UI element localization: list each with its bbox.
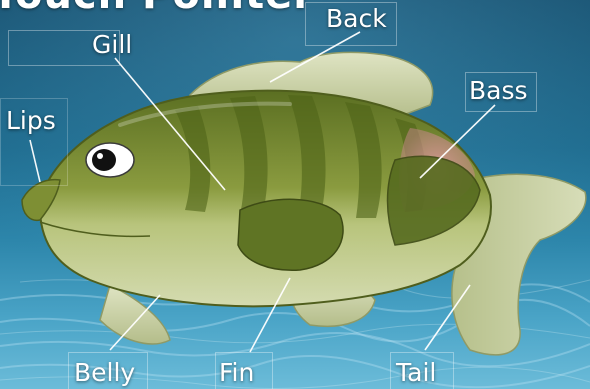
label-tail[interactable]: Tail	[396, 358, 436, 388]
label-fin[interactable]: Fin	[219, 358, 254, 388]
label-bass[interactable]: Bass	[469, 76, 528, 106]
label-belly[interactable]: Belly	[74, 358, 135, 388]
pectoral-fin	[238, 199, 343, 270]
page-title: Touch Pointer	[0, 0, 314, 18]
label-gill[interactable]: Gill	[92, 30, 132, 60]
label-lips[interactable]: Lips	[6, 106, 56, 136]
label-back[interactable]: Back	[326, 4, 387, 34]
